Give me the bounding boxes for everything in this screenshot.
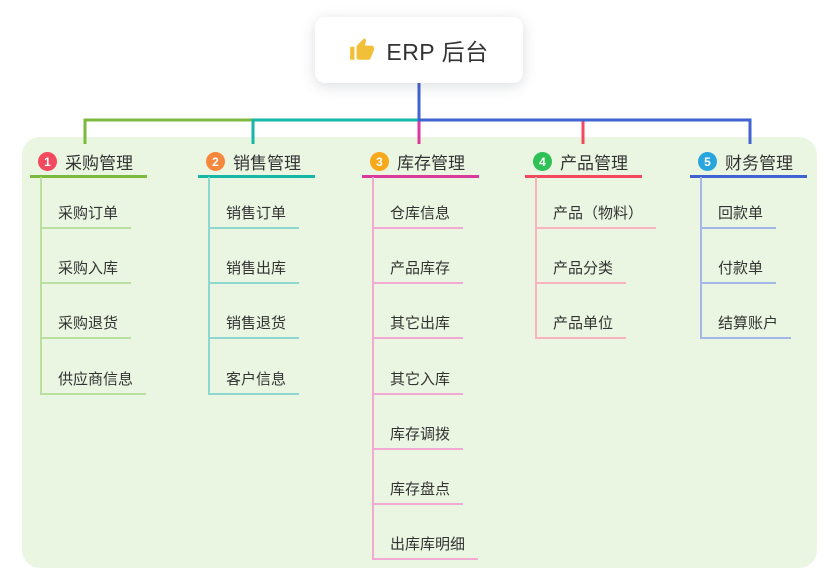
branch-number-badge: 5 bbox=[698, 152, 717, 171]
connector-line-branch-5 bbox=[417, 83, 752, 144]
child-node[interactable]: 库存调拨 bbox=[372, 422, 464, 450]
child-node[interactable]: 付款单 bbox=[700, 256, 777, 284]
child-node[interactable]: 产品分类 bbox=[535, 256, 627, 284]
child-node[interactable]: 出库库明细 bbox=[372, 532, 479, 560]
child-node[interactable]: 产品库存 bbox=[372, 256, 464, 284]
branch-label-text: 采购管理 bbox=[65, 154, 133, 173]
child-node[interactable]: 销售出库 bbox=[208, 256, 300, 284]
branch-node-1[interactable]: 1 采购管理 bbox=[30, 148, 147, 178]
branch-number-badge: 3 bbox=[370, 152, 389, 171]
branch-number-badge: 1 bbox=[38, 152, 57, 171]
root-node[interactable]: ERP 后台 bbox=[315, 17, 523, 83]
child-node[interactable]: 回款单 bbox=[700, 201, 777, 229]
child-node[interactable]: 产品单位 bbox=[535, 311, 627, 339]
child-node[interactable]: 产品（物料） bbox=[535, 201, 657, 229]
child-node[interactable]: 其它出库 bbox=[372, 311, 464, 339]
child-node[interactable]: 客户信息 bbox=[208, 367, 300, 395]
child-node[interactable]: 仓库信息 bbox=[372, 201, 464, 229]
branch-label-text: 库存管理 bbox=[397, 154, 465, 173]
branch-node-5[interactable]: 5 财务管理 bbox=[690, 148, 807, 178]
branch-label-text: 财务管理 bbox=[725, 154, 793, 173]
branch-label-text: 销售管理 bbox=[233, 154, 301, 173]
connector-line-branch-4 bbox=[417, 83, 585, 144]
branches-panel bbox=[22, 137, 817, 568]
child-node[interactable]: 销售退货 bbox=[208, 311, 300, 339]
child-node[interactable]: 库存盘点 bbox=[372, 477, 464, 505]
child-node[interactable]: 采购订单 bbox=[40, 201, 132, 229]
branch-trunk-line bbox=[208, 177, 210, 395]
branch-node-2[interactable]: 2 销售管理 bbox=[198, 148, 315, 178]
branch-trunk-line bbox=[372, 177, 374, 560]
child-node[interactable]: 结算账户 bbox=[700, 311, 792, 339]
connector-line-branch-2 bbox=[251, 83, 421, 144]
branch-label-text: 产品管理 bbox=[560, 154, 628, 173]
branch-trunk-line bbox=[700, 177, 702, 339]
branch-number-badge: 4 bbox=[533, 152, 552, 171]
branch-node-4[interactable]: 4 产品管理 bbox=[525, 148, 642, 178]
child-node[interactable]: 采购退货 bbox=[40, 311, 132, 339]
child-node[interactable]: 供应商信息 bbox=[40, 367, 147, 395]
thumbs-up-icon bbox=[350, 38, 375, 60]
branch-trunk-line bbox=[535, 177, 537, 339]
branch-trunk-line bbox=[40, 177, 42, 395]
branch-number-badge: 2 bbox=[206, 152, 225, 171]
root-title: ERP 后台 bbox=[386, 39, 489, 65]
child-node[interactable]: 其它入库 bbox=[372, 367, 464, 395]
branch-node-3[interactable]: 3 库存管理 bbox=[362, 148, 479, 178]
child-node[interactable]: 采购入库 bbox=[40, 256, 132, 284]
child-node[interactable]: 销售订单 bbox=[208, 201, 300, 229]
